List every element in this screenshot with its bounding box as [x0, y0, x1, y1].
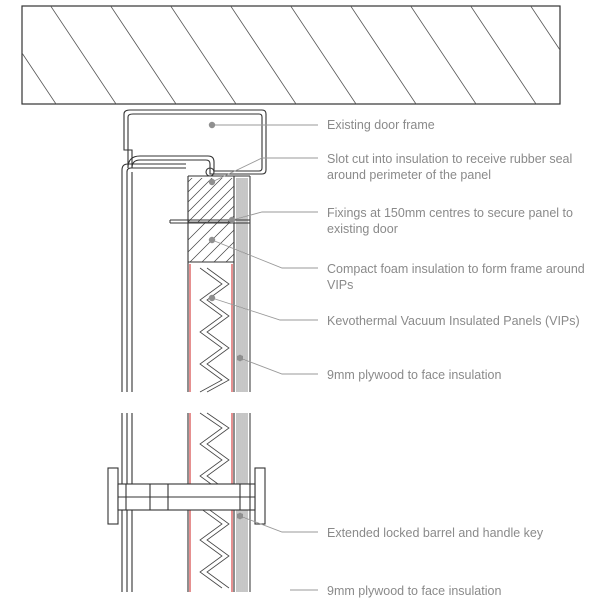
vip-zigzag — [199, 267, 230, 589]
callout-fixings: Fixings at 150mm centres to secure panel… — [327, 206, 573, 236]
fixing-screw — [169, 219, 250, 224]
callout-plywood: 9mm plywood to face insulation — [327, 368, 502, 382]
callout-vips: Kevothermal Vacuum Insulated Panels (VIP… — [327, 314, 580, 328]
door-leaf — [121, 163, 186, 592]
callout-plywood-2: 9mm plywood to face insulation — [327, 584, 502, 598]
wall-section — [21, 5, 561, 105]
leader-lines — [211, 124, 318, 591]
callout-barrel: Extended locked barrel and handle key — [327, 526, 544, 540]
callout-foam: Compact foam insulation to form frame ar… — [327, 262, 585, 292]
callout-door-frame: Existing door frame — [327, 118, 435, 132]
callout-slot: Slot cut into insulation to receive rubb… — [327, 152, 573, 182]
leader-dots — [208, 121, 244, 520]
lock-barrel — [107, 467, 266, 525]
foam-hatch — [188, 178, 234, 262]
plywood-layers — [236, 176, 251, 592]
